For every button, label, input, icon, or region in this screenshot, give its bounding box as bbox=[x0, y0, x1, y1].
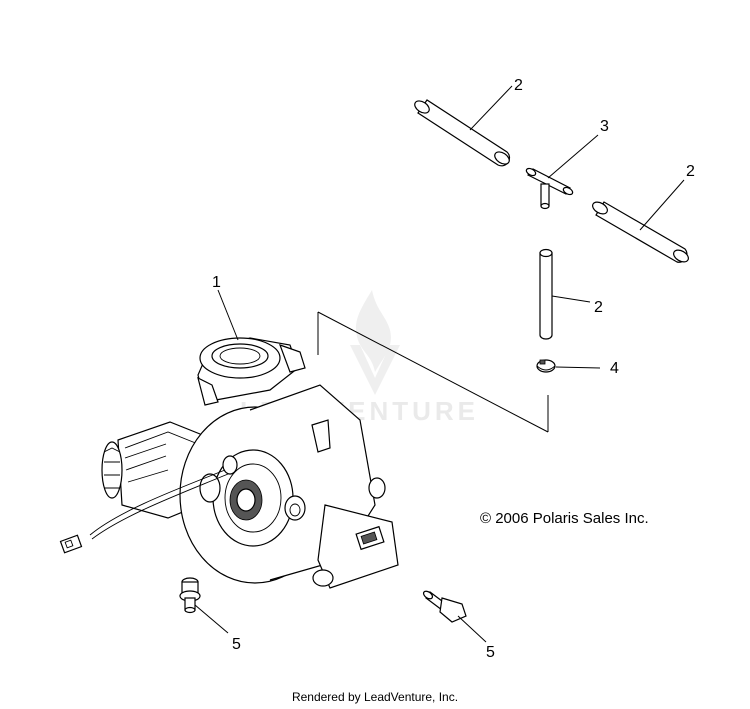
gearcase-assembly bbox=[59, 289, 399, 589]
hose-clamp bbox=[536, 359, 601, 373]
watermark-flame-icon bbox=[355, 290, 391, 372]
callout-5-left: 5 bbox=[232, 636, 241, 653]
callout-1: 1 bbox=[212, 274, 221, 291]
callout-2-vertical: 2 bbox=[594, 299, 603, 316]
bolt-right bbox=[422, 590, 487, 643]
hose-vertical bbox=[539, 248, 591, 340]
copyright-text: © 2006 Polaris Sales Inc. bbox=[480, 510, 649, 527]
callout-5-right: 5 bbox=[486, 644, 495, 661]
explosion-bracket bbox=[317, 311, 549, 433]
callout-4: 4 bbox=[610, 360, 619, 377]
callout-2-upper: 2 bbox=[514, 77, 523, 94]
rendered-by-footer: Rendered by LeadVenture, Inc. bbox=[291, 690, 459, 704]
bolt-left bbox=[179, 577, 229, 634]
callout-3: 3 bbox=[600, 118, 609, 135]
callout-2-right: 2 bbox=[686, 163, 695, 180]
hose-upper bbox=[414, 85, 513, 167]
tee-fitting bbox=[525, 134, 599, 210]
hose-right bbox=[592, 179, 689, 263]
